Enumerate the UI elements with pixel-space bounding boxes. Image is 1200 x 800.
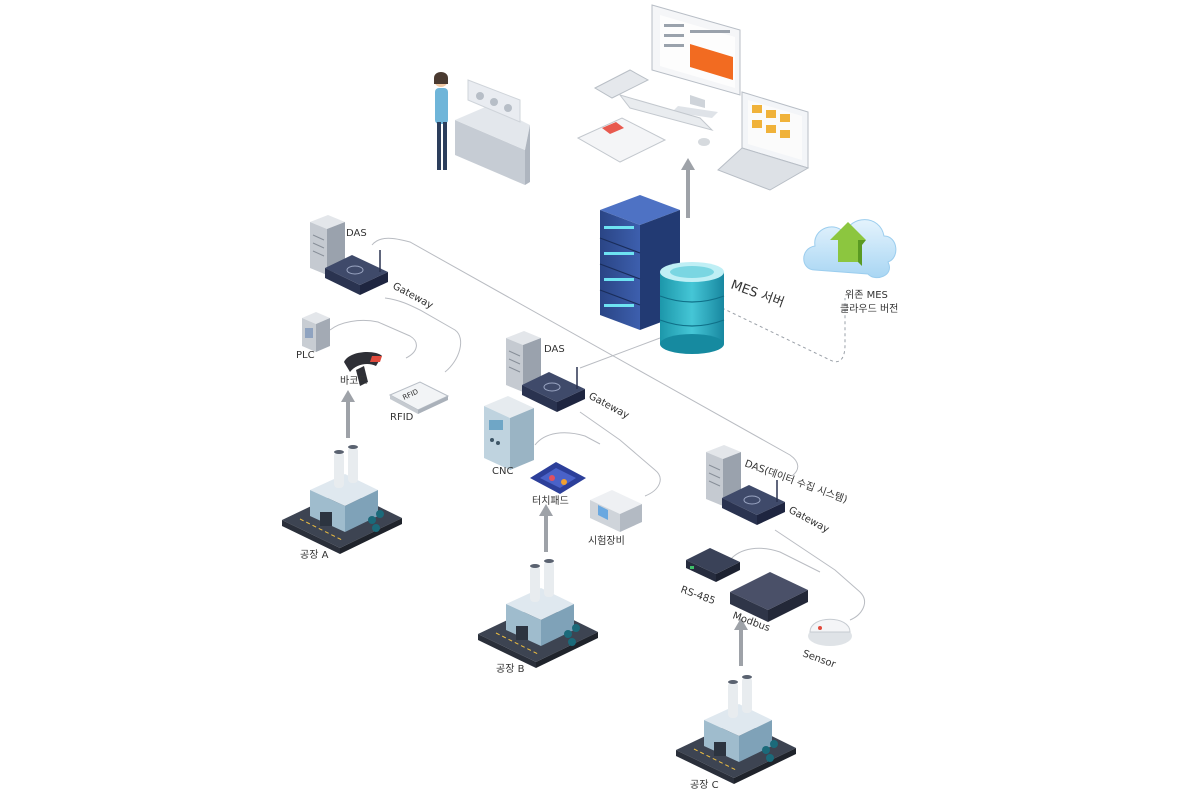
rfid-reader: RFID <box>388 381 450 414</box>
factory-icon <box>282 445 402 554</box>
client-devices <box>576 4 810 191</box>
sensor-device <box>808 618 852 646</box>
database-icon <box>659 262 725 354</box>
tablet-device <box>593 69 650 99</box>
gateway-b-label: Gateway <box>587 391 631 421</box>
rs485-label: RS-485 <box>679 584 717 607</box>
cloud-label-line1: 위존 MES <box>845 288 888 301</box>
das-a-label: DAS <box>346 228 367 239</box>
arrow-mes-to-clients <box>681 158 695 218</box>
test-equipment <box>590 490 642 532</box>
keyboard-device <box>618 94 714 131</box>
factory-icon <box>676 675 796 784</box>
gateway-a <box>325 250 388 295</box>
operator-console <box>434 72 530 185</box>
mouse-device <box>698 138 710 146</box>
wire-gateway-a-rfid <box>384 297 462 373</box>
arrow-factory-c <box>734 618 748 666</box>
group-factory-a: DAS Gateway PLC 바코드 RF <box>282 215 450 561</box>
cnc-machine <box>484 396 534 470</box>
sensor-label: Sensor <box>801 648 838 670</box>
factory-a-label: 공장 A <box>300 549 329 561</box>
group-factory-c: DAS(데이터 수집 시스템) Gateway RS-485 Modbus <box>676 445 852 791</box>
mes-server-label: MES 서버 <box>729 278 787 311</box>
rs485-device <box>686 548 740 582</box>
wire-gateway-b-tester <box>579 411 661 497</box>
wire-gateway-c-sensor <box>774 529 865 621</box>
wire-rs485-modbus <box>729 547 821 573</box>
wire-mes-cloud <box>721 298 846 363</box>
factory-b-label: 공장 B <box>496 663 525 675</box>
gateway-c-label: Gateway <box>787 505 831 535</box>
laptop-device <box>717 91 810 191</box>
cloud-label-line2: 클라우드 버전 <box>840 303 898 315</box>
group-factory-b: DAS Gateway CNC 터치패드 <box>478 331 642 675</box>
rfid-label: RFID <box>390 412 414 423</box>
wire-das-a-to-das-c <box>371 237 799 477</box>
wire-gateway-b-mes <box>579 337 661 369</box>
factory-c-label: 공장 C <box>690 779 719 791</box>
test-equipment-label: 시험장비 <box>588 535 625 547</box>
modbus-device <box>730 572 808 622</box>
wire-cnc-touchpad <box>534 432 601 446</box>
gateway-b <box>522 367 585 412</box>
up-arrows <box>341 158 748 666</box>
wire-plc-barcode <box>329 319 417 359</box>
report-sheet <box>576 117 667 163</box>
desktop-monitor <box>651 4 741 118</box>
gateway-c <box>722 480 785 525</box>
plc-label: PLC <box>296 350 315 361</box>
touchpad-device <box>530 462 586 494</box>
barcode-label: 바코드 <box>340 375 368 387</box>
connection-lines <box>329 237 865 621</box>
das-b-tower <box>506 331 541 392</box>
server-rack-icon <box>599 195 680 330</box>
arrow-factory-b <box>539 504 553 552</box>
barcode-scanner <box>344 352 382 386</box>
touchpad-label: 터치패드 <box>532 495 569 507</box>
cnc-label: CNC <box>492 466 513 477</box>
plc-device <box>302 312 330 352</box>
das-b-label: DAS <box>544 344 565 355</box>
cloud-upload-icon: 위존 MES 클라우드 버전 <box>803 219 898 315</box>
arrow-factory-a <box>341 390 355 438</box>
factory-icon <box>478 559 598 668</box>
mes-server-stack: MES 서버 <box>599 195 787 354</box>
